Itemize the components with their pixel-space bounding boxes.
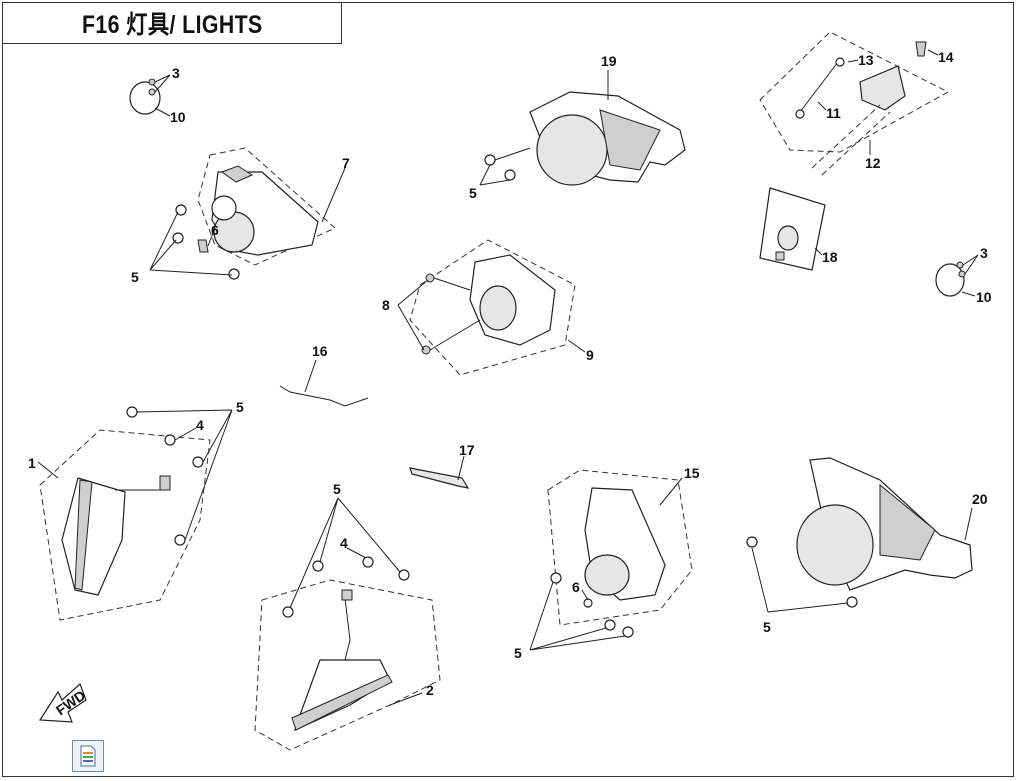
headlight-far-right-group (746, 457, 973, 613)
callout-19: 19 (601, 53, 617, 69)
turn-light-left-group (37, 406, 233, 621)
reflector-left (129, 74, 171, 117)
callout-8: 8 (382, 297, 390, 313)
callout-2: 2 (426, 682, 434, 698)
turn-light-bottom-group (254, 497, 441, 751)
rod-16 (279, 359, 369, 407)
callout-6b: 6 (572, 579, 580, 595)
title-box: F16 灯具/ LIGHTS (2, 2, 342, 44)
callout-7: 7 (342, 155, 350, 171)
document-glyph (80, 745, 96, 767)
headlight-top-group (479, 70, 686, 186)
strip-17 (409, 455, 470, 489)
callout-12: 12 (865, 155, 881, 171)
headlight-left-group (149, 147, 346, 280)
callout-16: 16 (312, 343, 328, 359)
callout-15: 15 (684, 465, 700, 481)
callout-20: 20 (972, 491, 988, 507)
headlight-center-group (397, 239, 586, 376)
callout-5b: 5 (469, 185, 477, 201)
reflector-right (935, 254, 979, 297)
page-title: F16 灯具/ LIGHTS (81, 11, 263, 39)
callout-10a: 10 (170, 109, 186, 125)
callout-14: 14 (938, 49, 954, 65)
document-icon[interactable] (72, 740, 104, 772)
callout-5d: 5 (333, 481, 341, 497)
callout-11: 11 (826, 105, 841, 121)
callout-9: 9 (586, 347, 594, 363)
callout-5e: 5 (514, 645, 522, 661)
headlight-right-group (529, 469, 693, 651)
callout-13: 13 (858, 52, 874, 68)
fwd-arrow-icon: FWD (38, 682, 88, 723)
callout-5f: 5 (763, 619, 771, 635)
bracket-group (759, 31, 950, 271)
callout-5c: 5 (236, 399, 244, 415)
callout-3a: 3 (172, 65, 180, 81)
callout-10b: 10 (976, 289, 992, 305)
callout-1: 1 (28, 455, 36, 471)
callout-5a: 5 (131, 269, 139, 285)
callout-17: 17 (459, 442, 475, 458)
callout-18: 18 (822, 249, 838, 265)
callout-4a: 4 (196, 417, 204, 433)
callout-4b: 4 (340, 535, 348, 551)
callout-3b: 3 (980, 245, 988, 261)
callout-6a: 6 (211, 222, 219, 238)
